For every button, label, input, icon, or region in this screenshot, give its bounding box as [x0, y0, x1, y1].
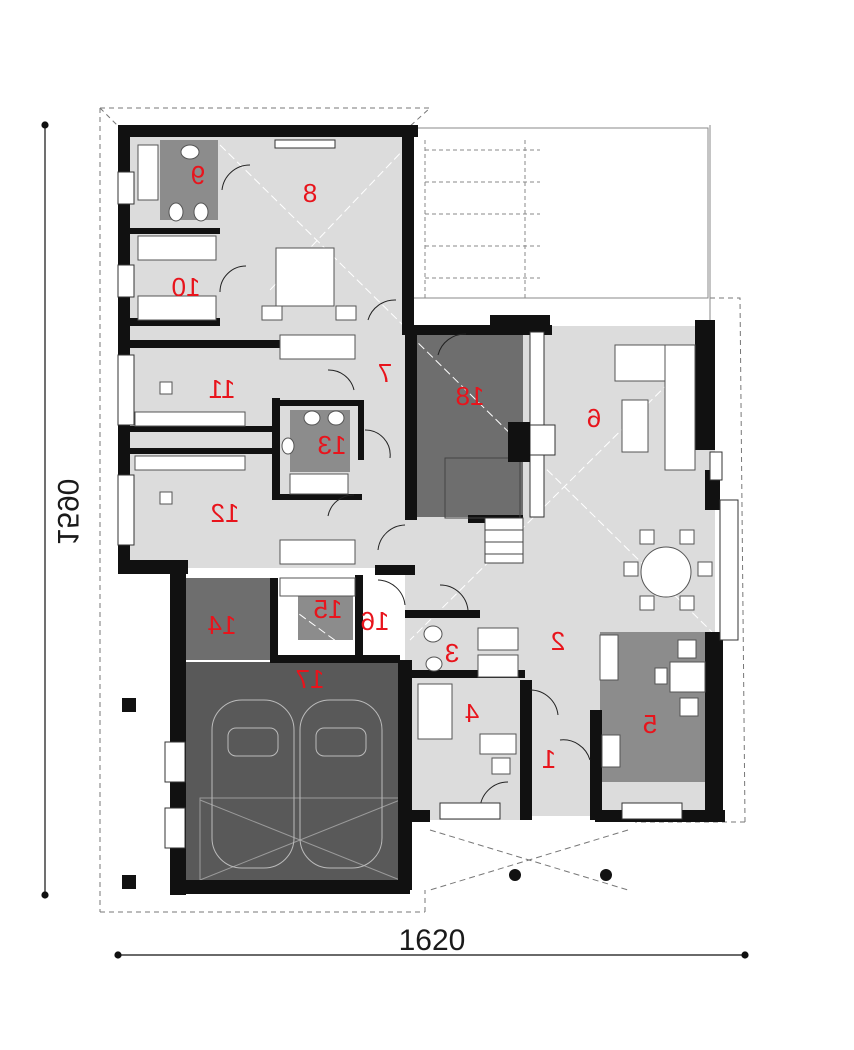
car-right — [299, 699, 383, 869]
room-label-15: 15 — [314, 594, 343, 624]
pergola — [407, 125, 711, 320]
room-label-6: 6 — [587, 403, 601, 433]
dimension-width: 1620 — [399, 924, 466, 957]
bathtub-13 — [289, 473, 349, 495]
dining-table — [640, 546, 692, 598]
room-labels: 1 2 3 4 5 6 7 8 9 10 11 12 13 14 15 16 1… — [172, 160, 658, 774]
room-label-8: 8 — [303, 178, 317, 208]
room-label-3: 3 — [445, 638, 459, 668]
room-15-floor — [298, 592, 353, 640]
stair-treads — [444, 457, 524, 564]
car-left — [211, 699, 295, 869]
room-label-12: 12 — [211, 498, 240, 528]
furniture — [134, 144, 713, 869]
stair-18-floor — [415, 332, 523, 517]
coffee-table — [621, 399, 649, 453]
room-label-5: 5 — [643, 709, 657, 739]
room-label-13: 13 — [318, 430, 347, 460]
room-label-2: 2 — [551, 626, 565, 656]
room-label-1: 1 — [542, 744, 556, 774]
room-14-floor — [185, 578, 270, 660]
bathtub-9 — [137, 144, 159, 201]
room-label-10: 10 — [172, 272, 201, 302]
armchair — [417, 683, 453, 740]
room-label-16: 16 — [361, 606, 390, 636]
room-label-9: 9 — [191, 160, 205, 190]
room-label-11: 11 — [209, 374, 236, 404]
room-label-18: 18 — [456, 381, 485, 411]
bed — [275, 247, 335, 307]
room-label-4: 4 — [465, 698, 479, 728]
dimension-lines — [41, 121, 749, 959]
windows — [117, 139, 739, 849]
room-label-7: 7 — [378, 358, 392, 388]
dimension-height: 1590 — [51, 479, 84, 546]
room-label-17: 17 — [296, 664, 325, 694]
entry-diagonals — [429, 829, 629, 891]
room-label-14: 14 — [208, 610, 237, 640]
entry-columns — [122, 698, 612, 889]
